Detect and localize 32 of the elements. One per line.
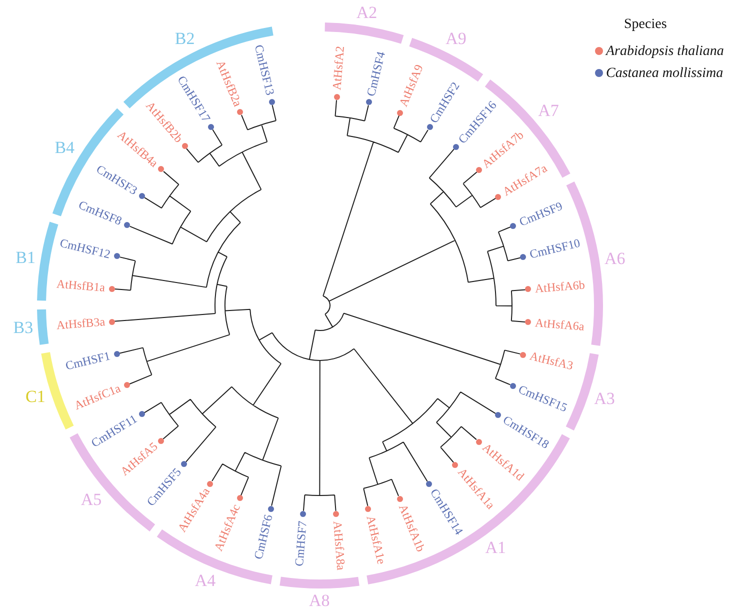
clade-label: A5 xyxy=(80,492,102,508)
clade-label: A4 xyxy=(194,573,216,589)
clade-label: A9 xyxy=(446,31,466,48)
leaf-label: AtHsfA2 xyxy=(330,46,348,91)
leaf-label: CmHSF4 xyxy=(364,50,388,98)
legend-label: Castanea mollissima xyxy=(606,64,724,82)
leaf-label: AtHsfA3 xyxy=(528,350,574,373)
leaf-label: AtHsfB3a xyxy=(56,316,106,332)
clade-label: A6 xyxy=(604,251,626,268)
leaf-label: AtHsfA8a xyxy=(330,520,347,571)
leaf-label: CmHSF12 xyxy=(58,236,112,262)
leaf-label: CmHSF10 xyxy=(528,237,582,262)
clade-label: A3 xyxy=(594,390,615,407)
leaf-label: AtHsfA6a xyxy=(534,316,585,334)
clade-label: A2 xyxy=(356,4,378,21)
leaf-label: CmHSF13 xyxy=(252,44,276,97)
clade-label: A8 xyxy=(308,592,330,609)
clade-label: A7 xyxy=(538,102,559,119)
leaf-label: AtHsfA6b xyxy=(534,278,586,296)
leaf-label: AtHsfB1a xyxy=(56,278,106,295)
leaf-label: CmHSF1 xyxy=(64,349,112,372)
clade-label: B4 xyxy=(54,140,75,156)
legend-label: Arabidopsis thaliana xyxy=(606,42,724,60)
leaf-label: CmHSF6 xyxy=(252,514,276,562)
clade-label: A1 xyxy=(485,540,506,556)
clade-label: C1 xyxy=(26,389,46,406)
clade-label: B1 xyxy=(16,250,36,266)
leaf-label: CmHSF7 xyxy=(292,520,310,567)
clade-label: B2 xyxy=(174,31,195,48)
clade-label: B3 xyxy=(13,320,34,336)
legend-title: Species xyxy=(624,17,667,33)
leaf-label: AtHsfA1e xyxy=(364,514,388,566)
